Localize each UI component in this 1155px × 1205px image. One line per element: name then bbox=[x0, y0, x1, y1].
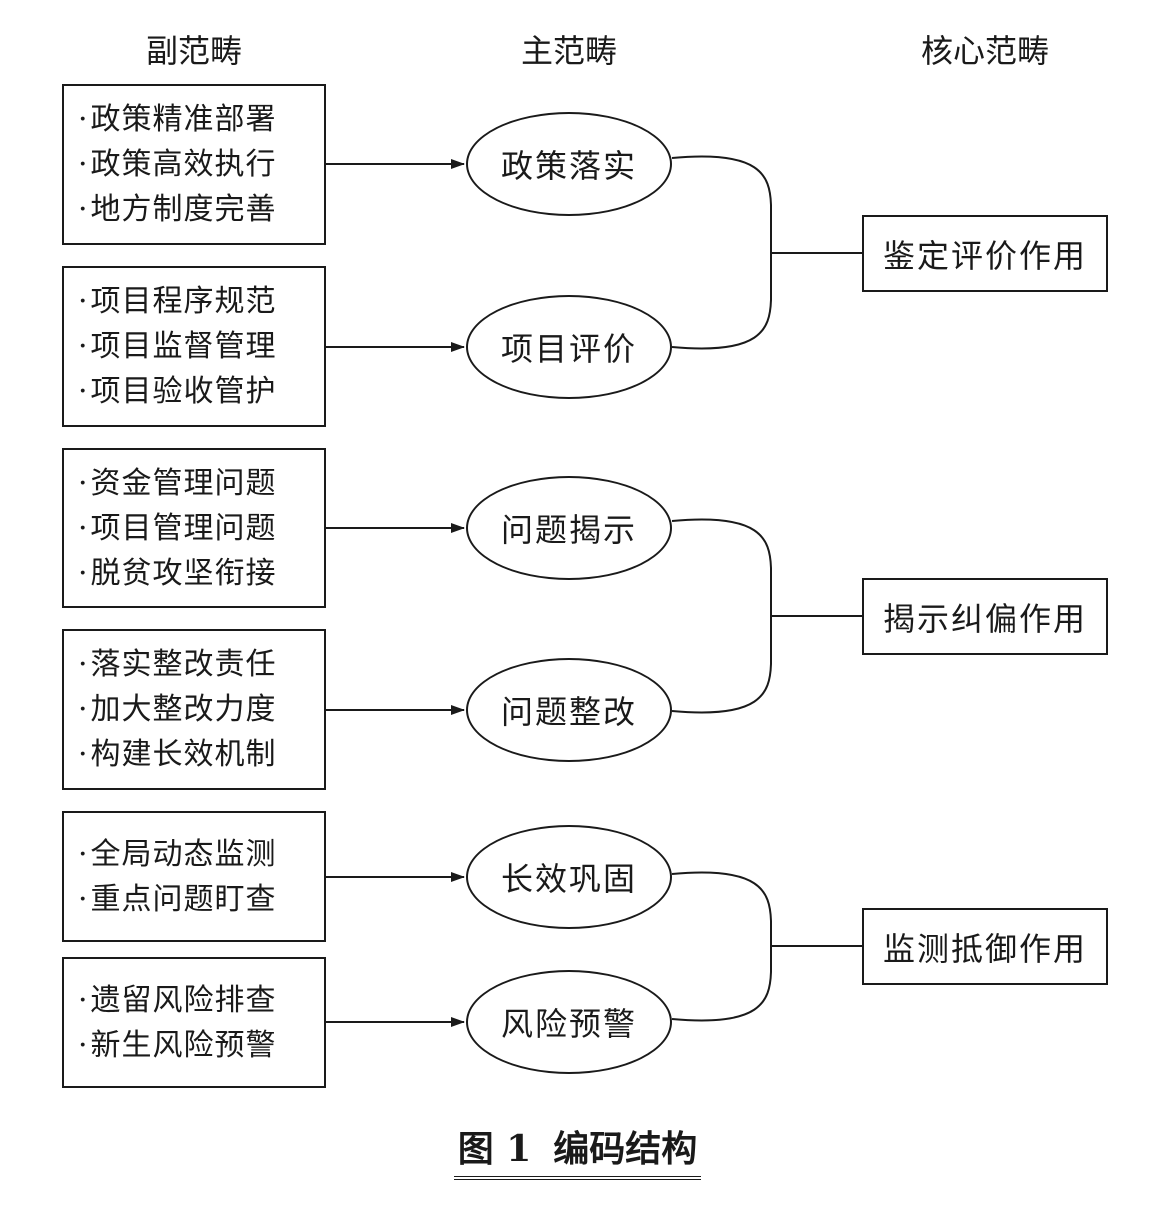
sub-category-box: 落实整改责任 加大整改力度 构建长效机制 bbox=[62, 629, 326, 790]
main-category-node: 项目评价 bbox=[466, 295, 672, 399]
caption-underline: 图 1 编码结构 bbox=[453, 1124, 702, 1180]
sub-category-item: 遗留风险排查 bbox=[78, 978, 324, 1023]
sub-category-item: 构建长效机制 bbox=[78, 732, 324, 777]
sub-category-header: 副范畴 bbox=[145, 32, 242, 70]
main-category-header: 主范畴 bbox=[520, 32, 617, 70]
main-category-node: 问题揭示 bbox=[466, 476, 672, 580]
main-category-node: 长效巩固 bbox=[466, 825, 672, 929]
sub-category-box: 资金管理问题 项目管理问题 脱贫攻坚衔接 bbox=[62, 448, 326, 608]
sub-category-box: 政策精准部署 政策高效执行 地方制度完善 bbox=[62, 84, 326, 245]
caption-title: 编码结构 bbox=[553, 1128, 698, 1170]
bracket-connector bbox=[671, 871, 772, 1022]
caption-label: 图 1 bbox=[457, 1128, 532, 1170]
core-category-header: 核心范畴 bbox=[920, 32, 1049, 70]
figure-caption: 图 1 编码结构 bbox=[0, 1124, 1155, 1180]
sub-category-item: 重点问题盯查 bbox=[78, 877, 324, 922]
core-category-box: 鉴定评价作用 bbox=[862, 215, 1108, 292]
core-category-box: 揭示纠偏作用 bbox=[862, 578, 1108, 655]
sub-category-item: 项目验收管护 bbox=[78, 369, 324, 414]
main-category-node: 问题整改 bbox=[466, 658, 672, 762]
sub-category-item: 政策高效执行 bbox=[78, 142, 324, 187]
sub-category-item: 脱贫攻坚衔接 bbox=[78, 551, 324, 596]
sub-category-box: 遗留风险排查 新生风险预警 bbox=[62, 957, 326, 1088]
core-category-box: 监测抵御作用 bbox=[862, 908, 1108, 985]
sub-category-item: 落实整改责任 bbox=[78, 642, 324, 687]
sub-category-item: 项目管理问题 bbox=[78, 506, 324, 551]
sub-category-item: 地方制度完善 bbox=[78, 187, 324, 232]
sub-category-item: 全局动态监测 bbox=[78, 832, 324, 877]
sub-category-box: 全局动态监测 重点问题盯查 bbox=[62, 811, 326, 942]
sub-category-box: 项目程序规范 项目监督管理 项目验收管护 bbox=[62, 266, 326, 427]
sub-category-item: 政策精准部署 bbox=[78, 97, 324, 142]
main-category-node: 政策落实 bbox=[466, 112, 672, 216]
sub-category-item: 新生风险预警 bbox=[78, 1023, 324, 1068]
main-category-node: 风险预警 bbox=[466, 970, 672, 1074]
bracket-connector bbox=[671, 518, 772, 714]
sub-category-item: 加大整改力度 bbox=[78, 687, 324, 732]
sub-category-item: 项目程序规范 bbox=[78, 279, 324, 324]
sub-category-item: 资金管理问题 bbox=[78, 461, 324, 506]
sub-category-item: 项目监督管理 bbox=[78, 324, 324, 369]
bracket-connector bbox=[671, 155, 772, 350]
